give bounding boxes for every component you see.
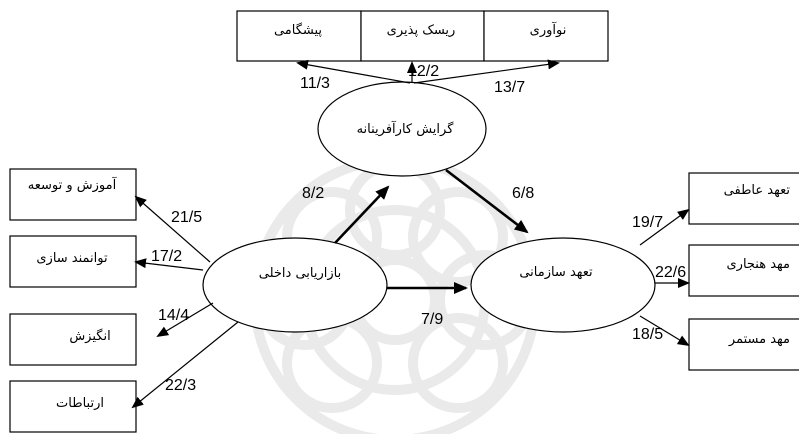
coef-im-to-commitment: 7/9 [421, 311, 443, 328]
label-organizational-commitment: تعهد سازمانی [519, 265, 593, 280]
label-innovation: نوآوری [530, 21, 567, 38]
label-communication: ارتباطات [56, 396, 104, 411]
label-empowerment: توانمند سازی [36, 251, 108, 266]
arrow-to-continuance [639, 315, 690, 347]
arrow-to-affective [639, 208, 690, 246]
arrow-to-communication [131, 321, 239, 409]
coef-communication: 22/3 [165, 377, 196, 394]
label-pioneering: پیشگامی [274, 22, 322, 38]
arrow-to-pioneering [296, 59, 411, 84]
box-risk-taking [360, 10, 485, 62]
box-affective [688, 172, 799, 225]
label-continuance: مهد مستمر [728, 332, 790, 347]
coef-innovation: 13/7 [494, 79, 525, 96]
label-risk-taking: ریسک پذیری [387, 23, 456, 38]
coef-continuance: 18/5 [632, 326, 663, 343]
path-entrepreneurial-to-commitment [445, 168, 529, 234]
coef-im-to-entrepreneurial: 8/2 [302, 185, 324, 202]
box-innovation [483, 10, 609, 62]
box-empowerment [9, 235, 137, 288]
box-motivation [9, 313, 137, 366]
label-normative: مهد هنجاری [727, 257, 791, 272]
coef-empowerment: 17/2 [151, 248, 182, 265]
coef-motivation: 14/4 [158, 307, 189, 324]
coef-training: 21/5 [171, 209, 202, 226]
arrow-to-empowerment [134, 258, 204, 271]
coef-risk-taking: 12/2 [408, 63, 439, 80]
oval-organizational-commitment [470, 237, 656, 333]
label-internal-marketing: بازاریابی داخلی [259, 266, 342, 281]
box-training [9, 168, 137, 221]
coef-normative: 22/6 [655, 264, 686, 281]
box-continuance [688, 318, 799, 371]
coef-pioneering: 11/3 [300, 75, 330, 92]
coef-affective: 19/7 [632, 214, 663, 231]
path-im-to-entrepreneurial [334, 185, 390, 244]
coef-entrepreneurial-to-commitment: 6/8 [512, 185, 534, 202]
arrow-to-innovation [413, 59, 560, 84]
label-training: آموزش و توسعه [28, 176, 118, 193]
oval-internal-marketing [202, 237, 388, 333]
box-communication [9, 380, 137, 433]
box-normative [688, 244, 799, 297]
label-affective: تعهد عاطفی [724, 183, 791, 198]
arrow-to-motivation [156, 302, 214, 338]
arrow-to-training [134, 195, 211, 263]
label-motivation: انگیزش [69, 328, 110, 344]
label-entrepreneurial-orientation: گرایش کارآفرینانه [357, 120, 455, 137]
